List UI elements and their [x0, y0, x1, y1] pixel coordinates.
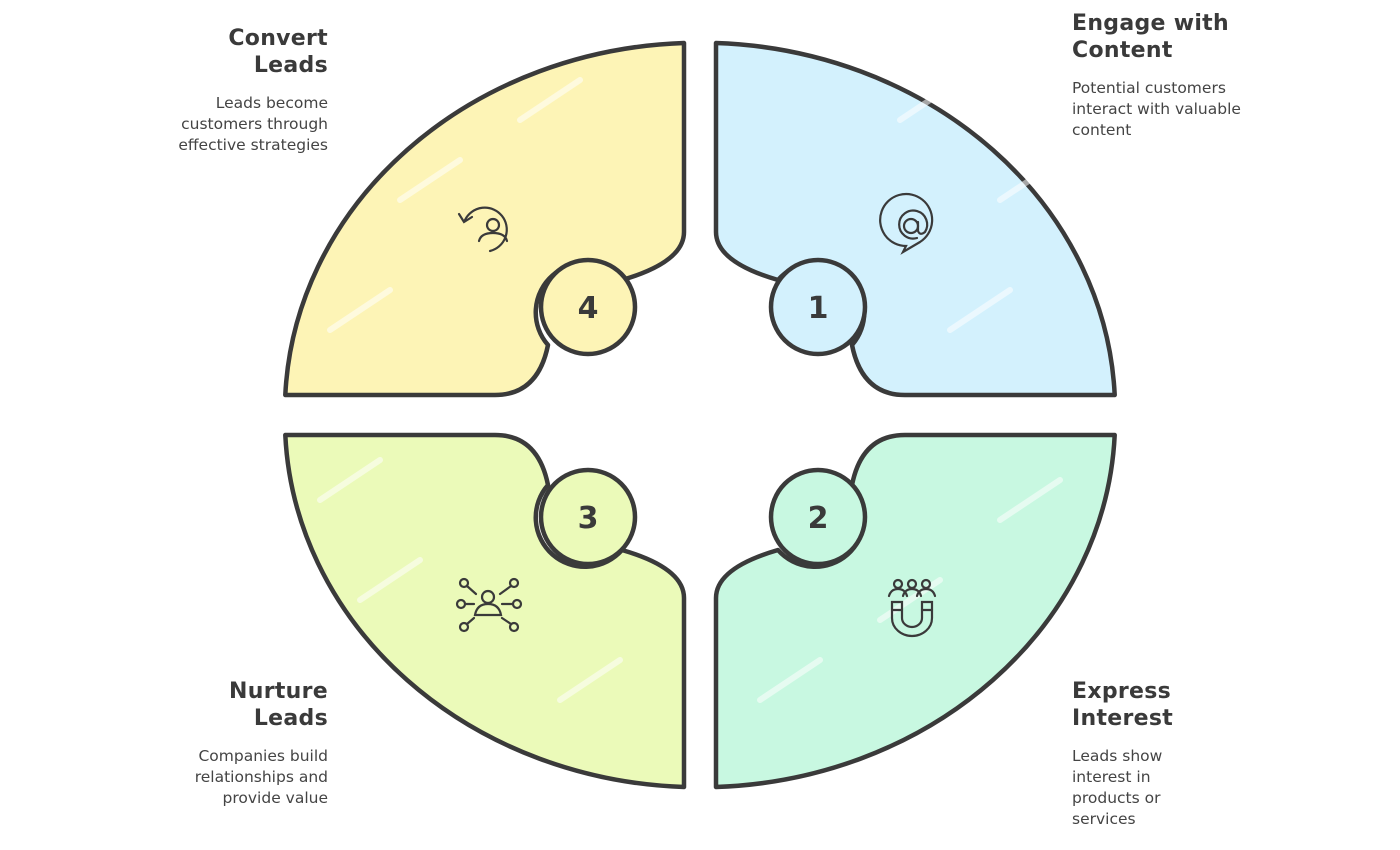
step-2-circle	[768, 467, 868, 567]
step-4-circle	[538, 257, 638, 357]
step-1-description: Potential customers interact with valuab…	[1072, 79, 1241, 139]
step-1-number: 1	[808, 291, 829, 326]
user-refresh-icon	[457, 206, 509, 253]
person-network-icon	[455, 577, 523, 633]
step-2-description: Leads show interest in products or servi…	[1072, 747, 1163, 828]
step-1-circle	[768, 257, 868, 357]
step-4-description: Leads become customers through effective…	[178, 94, 328, 154]
step-4-number: 4	[578, 291, 599, 326]
at-sign-speech-bubble-icon	[879, 192, 934, 255]
quadrant-4-convert	[285, 43, 684, 395]
step-2-number: 2	[808, 501, 829, 536]
quadrant-2-interest	[716, 435, 1115, 787]
quadrant-1-engage	[716, 43, 1115, 395]
step-3-circle	[538, 467, 638, 567]
step-3-number: 3	[578, 501, 599, 536]
step-3-description: Companies build relationships and provid…	[194, 747, 328, 807]
people-magnet-icon	[887, 578, 937, 638]
